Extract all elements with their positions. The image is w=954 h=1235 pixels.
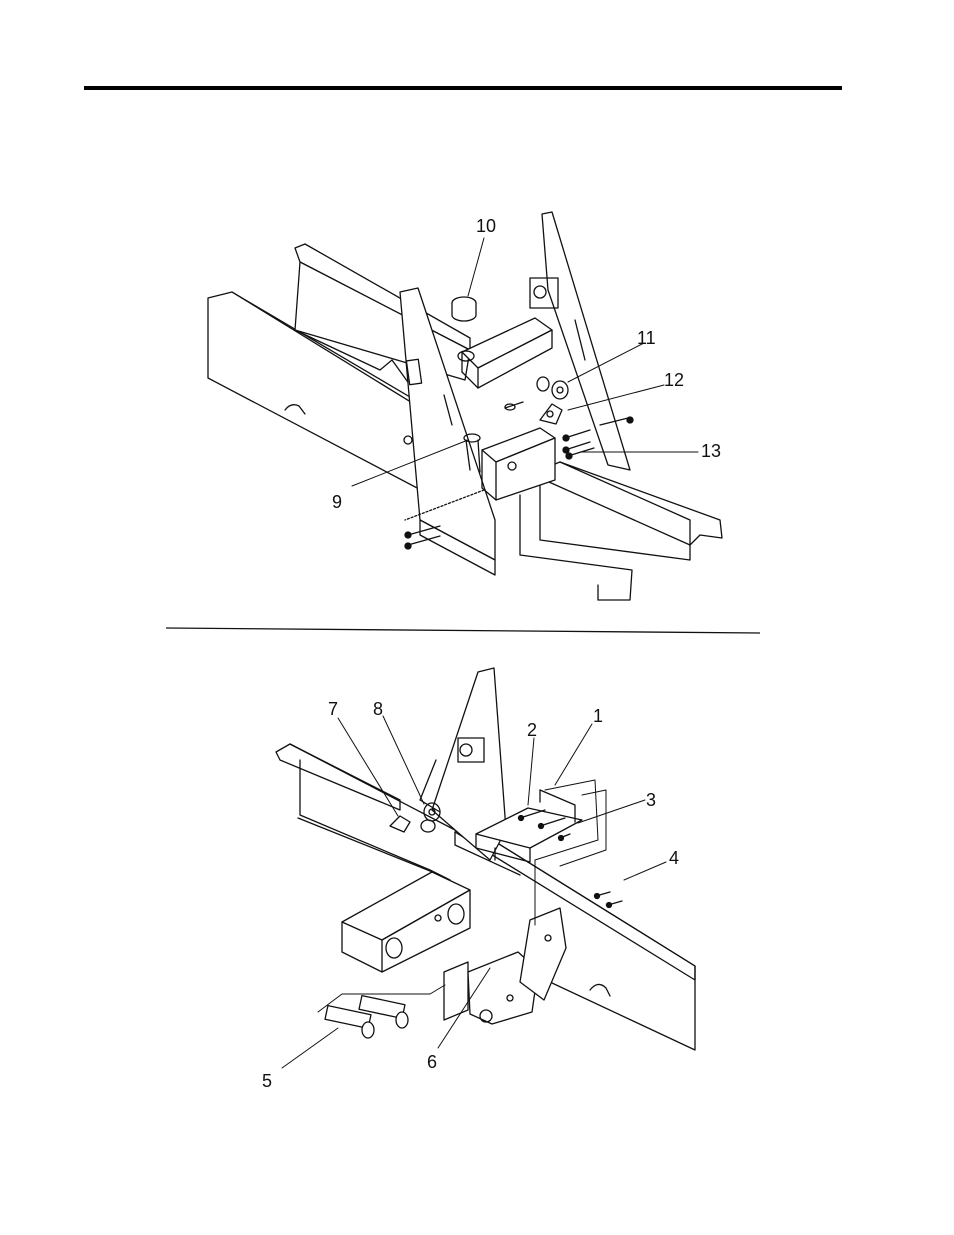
callout-2: 2 (527, 720, 537, 740)
pivot-bolts (325, 996, 408, 1038)
bearing-washer (537, 377, 568, 399)
callout-5: 5 (262, 1071, 272, 1091)
callout-9: 9 (332, 492, 342, 512)
box-cross-tube (342, 872, 470, 972)
lower-exploded-view (276, 668, 695, 1050)
cam-lever (505, 402, 562, 424)
upper-exploded-view (208, 212, 722, 600)
callout-10: 10 (476, 216, 496, 236)
left-rear-rail (276, 744, 455, 880)
callout-11: 11 (637, 328, 656, 348)
knob-cap (452, 297, 476, 321)
callout-7: 7 (328, 699, 338, 719)
callout-8: 8 (373, 699, 383, 719)
callout-4: 4 (669, 848, 679, 868)
right-rear-rail (520, 462, 722, 600)
callout-1: 1 (593, 706, 603, 726)
front-box-member (482, 428, 555, 500)
cross-tube (458, 318, 552, 388)
callout-6: 6 (427, 1052, 437, 1072)
callout-13: 13 (701, 441, 721, 461)
callout-12: 12 (664, 370, 684, 390)
section-divider (166, 628, 760, 633)
callout-3: 3 (646, 790, 656, 810)
bolts-13 (563, 430, 594, 459)
